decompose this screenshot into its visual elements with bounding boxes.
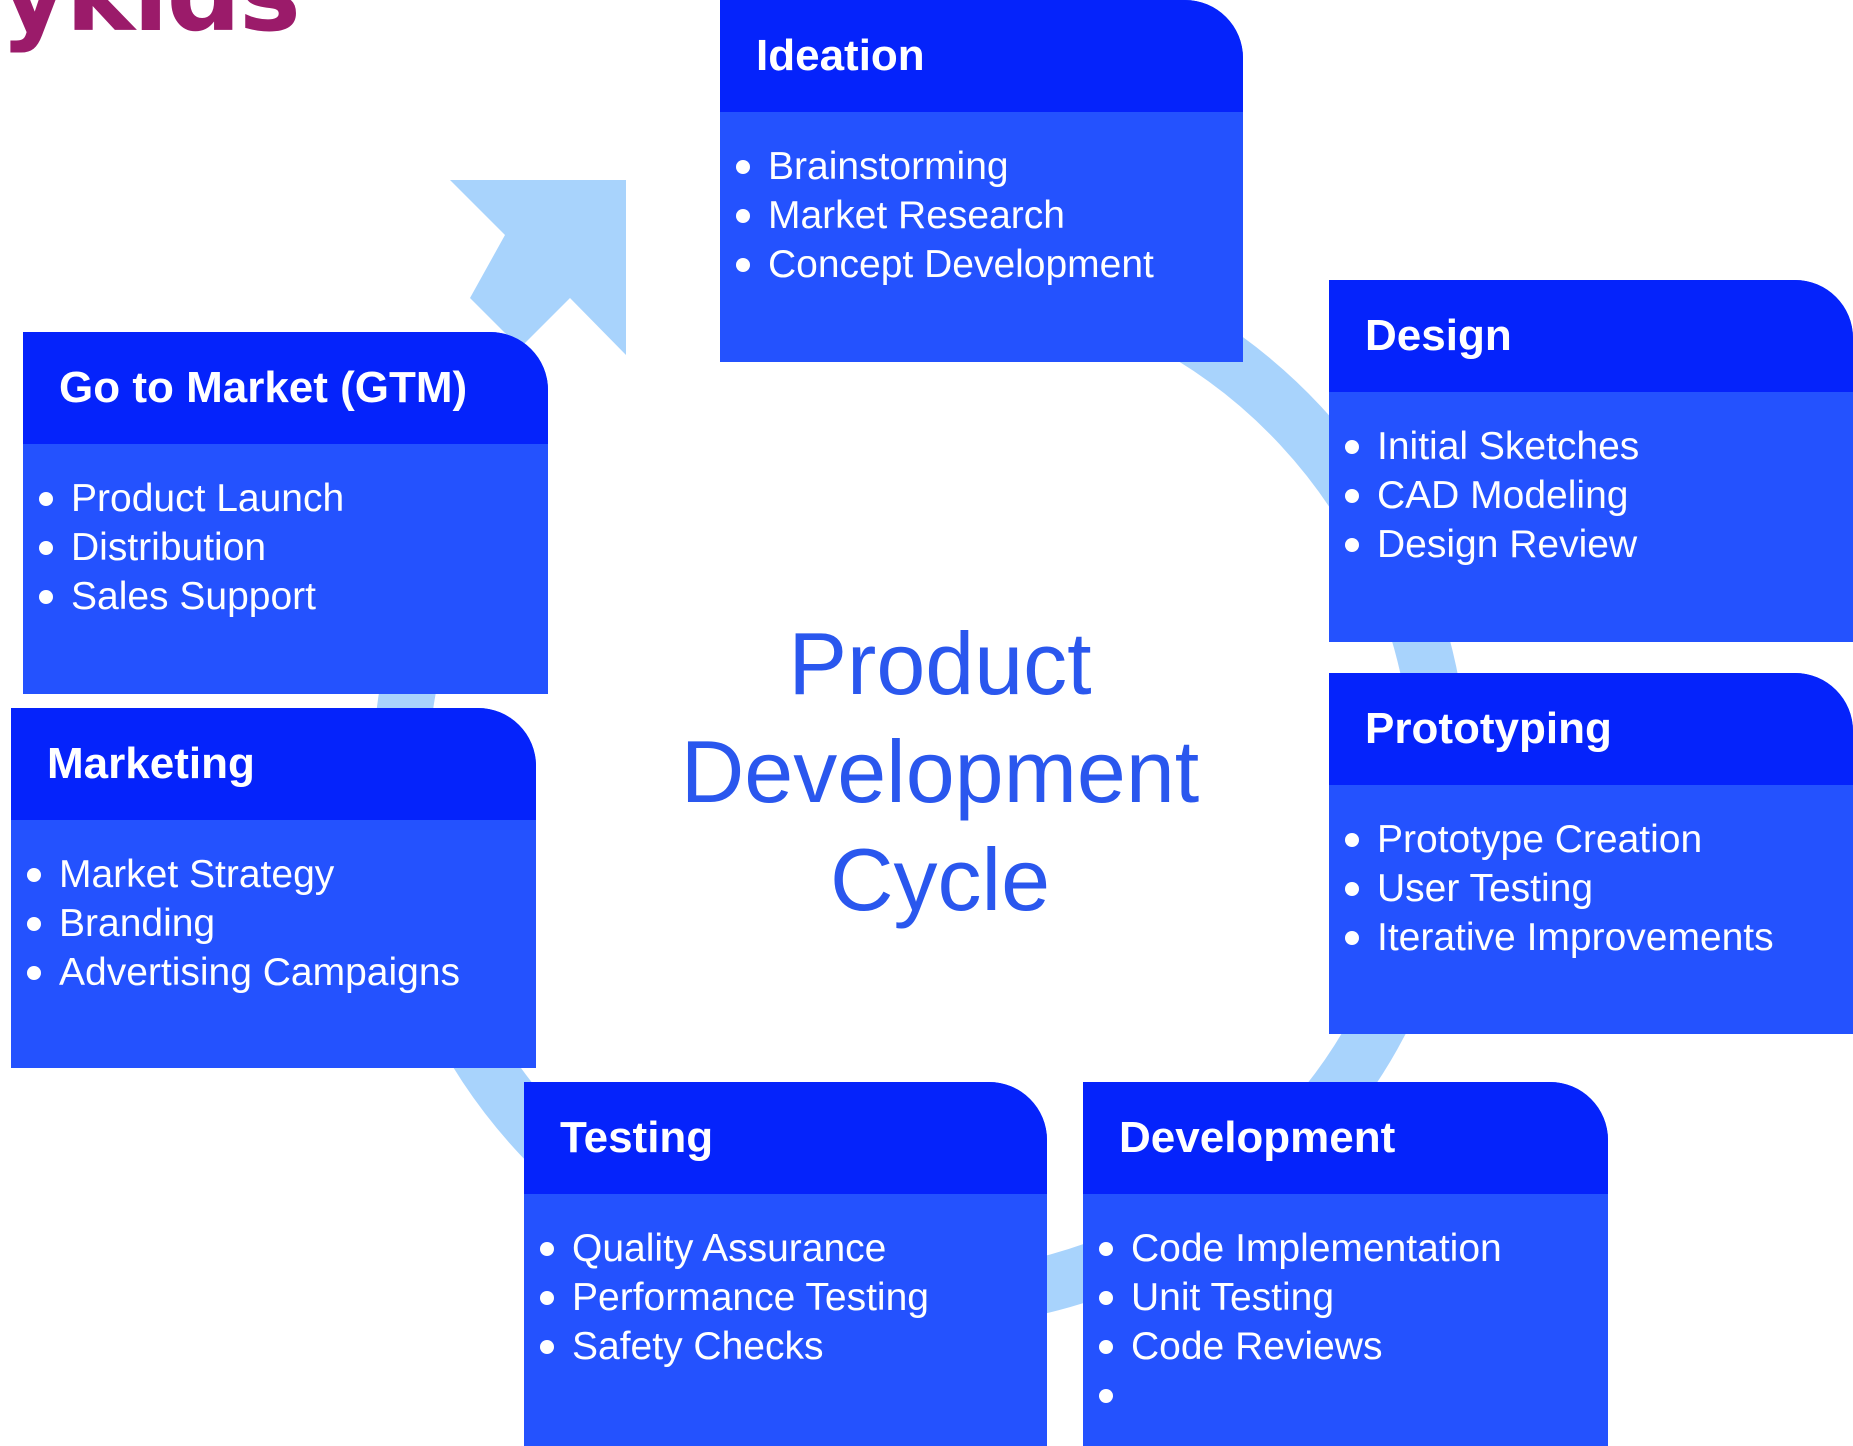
stage-item-list: Code Implementation Unit Testing Code Re… — [1083, 1194, 1608, 1403]
stage-title: Testing — [524, 1082, 1047, 1194]
stage-title: Design — [1329, 280, 1853, 392]
stage-item: Initial Sketches — [1343, 422, 1853, 471]
stage-item: Performance Testing — [538, 1273, 1047, 1322]
brand-logo-text: ykids — [0, 0, 301, 46]
stage-item-list: Initial Sketches CAD Modeling Design Rev… — [1329, 392, 1853, 569]
stage-item: Concept Development — [734, 240, 1243, 289]
stage-title: Prototyping — [1329, 673, 1853, 785]
cycle-title-line: Cycle — [829, 830, 1051, 929]
cycle-arrowhead-icon — [450, 180, 626, 355]
stage-item: Code Reviews — [1097, 1322, 1608, 1371]
stage-title: Development — [1083, 1082, 1608, 1194]
stage-development: Development Code Implementation Unit Tes… — [1083, 1082, 1608, 1446]
stage-item: CAD Modeling — [1343, 471, 1853, 520]
stage-prototyping: Prototyping Prototype Creation User Test… — [1329, 673, 1853, 1034]
stage-item: Iterative Improvements — [1343, 913, 1853, 962]
stage-item-list: Prototype Creation User Testing Iterativ… — [1329, 785, 1853, 962]
stage-title: Ideation — [720, 0, 1243, 112]
stage-testing: Testing Quality Assurance Performance Te… — [524, 1082, 1047, 1446]
stage-item: Market Strategy — [25, 850, 536, 899]
stage-item: Design Review — [1343, 520, 1853, 569]
stage-title: Marketing — [11, 708, 536, 820]
stage-ideation: Ideation Brainstorming Market Research C… — [720, 0, 1243, 362]
stage-item: Branding — [25, 899, 536, 948]
stage-item: Brainstorming — [734, 142, 1243, 191]
stage-item: Quality Assurance — [538, 1224, 1047, 1273]
cycle-title-line: Development — [680, 722, 1200, 821]
stage-item: User Testing — [1343, 864, 1853, 913]
stage-item-list: Brainstorming Market Research Concept De… — [720, 112, 1243, 289]
stage-item-list: Product Launch Distribution Sales Suppor… — [23, 444, 548, 621]
stage-item-list: Quality Assurance Performance Testing Sa… — [524, 1194, 1047, 1371]
cycle-title: Product Development Cycle — [630, 610, 1250, 934]
stage-item: Advertising Campaigns — [25, 948, 536, 997]
cycle-title-line: Product — [788, 614, 1092, 713]
stage-marketing: Marketing Market Strategy Branding Adver… — [11, 708, 536, 1068]
stage-item: Code Implementation — [1097, 1224, 1608, 1273]
stage-title: Go to Market (GTM) — [23, 332, 548, 444]
stage-design: Design Initial Sketches CAD Modeling Des… — [1329, 280, 1853, 642]
stage-item: Safety Checks — [538, 1322, 1047, 1371]
stage-item: Prototype Creation — [1343, 815, 1853, 864]
stage-item-list: Market Strategy Branding Advertising Cam… — [11, 820, 536, 997]
stage-item: Unit Testing — [1097, 1273, 1608, 1322]
stage-go-to-market: Go to Market (GTM) Product Launch Distri… — [23, 332, 548, 694]
stage-item: Market Research — [734, 191, 1243, 240]
stage-item: Sales Support — [37, 572, 548, 621]
stage-item: Distribution — [37, 523, 548, 572]
stage-item: Product Launch — [37, 474, 548, 523]
